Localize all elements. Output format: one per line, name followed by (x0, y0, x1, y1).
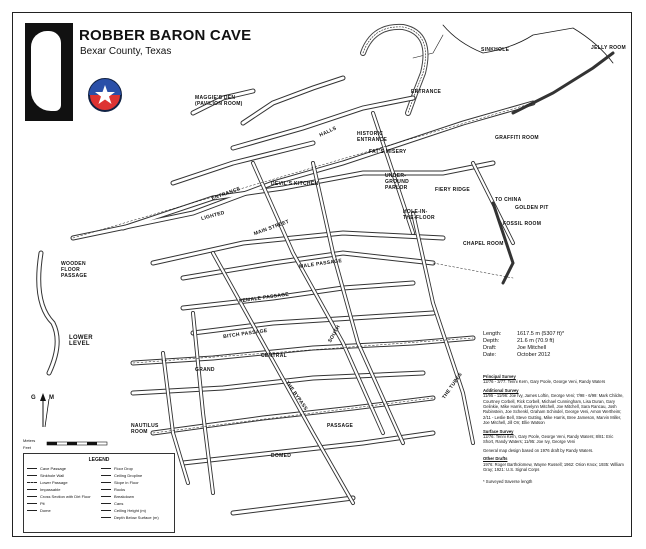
legend-item: Cross Section with Dirt Floor (27, 493, 97, 500)
label-maggies-den: MAGGIE'S DEN (PAVILION ROOM) (195, 95, 243, 107)
legend-col-2: Floor Drop Ceiling Dropline Slope in Flo… (101, 465, 171, 521)
legend-col-1: Cave Passage Sinkhole Wall Lower Passage… (27, 465, 97, 521)
label-graffiti-room: GRAFFITI ROOM (495, 135, 539, 141)
label-grand: GRAND (195, 367, 215, 373)
label-entrance: ENTRANCE (411, 89, 442, 95)
cave-map-sheet: ROBBER BARON CAVE Bexar County, Texas SI… (12, 12, 632, 537)
legend-item: Lower Passage (27, 479, 97, 486)
label-sinkhole: SINKHOLE (481, 47, 510, 53)
stat-length: Length:1617.5 m (5307 ft)* (483, 331, 565, 337)
north-arrow-icon (40, 393, 50, 428)
legend-item: Sinkhole Wall (27, 472, 97, 479)
label-nautilus-room: NAUTILUS ROOM (131, 423, 159, 435)
stat-depth: Depth:21.6 m (70.9 ft) (483, 338, 555, 344)
legend-item: Floor Drop (101, 465, 171, 472)
legend-item: Cans (101, 500, 171, 507)
scale-bar: Meters Feet (23, 437, 123, 452)
legend-item: Slope in Floor (101, 479, 171, 486)
legend-item: Depth Below Surface (m) (101, 514, 171, 521)
tcma-seal-icon (88, 78, 122, 112)
legend-item: Ceiling Dropline (101, 472, 171, 479)
map-subtitle: Bexar County, Texas (80, 46, 172, 57)
map-title: ROBBER BARON CAVE (79, 27, 252, 44)
label-fiery-ridge: FIERY RIDGE (435, 187, 470, 193)
tcma-logo (25, 23, 73, 121)
legend-item: Impassable (27, 486, 97, 493)
label-fossil-room: FOSSIL ROOM (503, 221, 542, 227)
bust-silhouette-icon (31, 31, 61, 111)
label-central: CENTRAL (261, 353, 287, 359)
cave-map-drawing (36, 23, 615, 516)
scale-feet-label: Feet (23, 445, 32, 450)
label-fats-misery: FAT'S MISERY (369, 149, 407, 155)
legend-item: Ceiling Height (m) (101, 507, 171, 514)
north-grid-label: G (31, 395, 36, 401)
legend-item: Breakdown (101, 493, 171, 500)
label-to-china: TO CHINA (495, 197, 522, 203)
label-hole-in-floor: HOLE-IN-THE-FLOOR (403, 209, 435, 221)
label-jelly-room: JELLY ROOM (591, 45, 626, 51)
label-devils-kitchen: DEVIL'S KITCHEN (271, 181, 319, 187)
label-lower-level: LOWER LEVEL (69, 335, 93, 347)
label-wooden-floor: WOODEN FLOOR PASSAGE (61, 261, 88, 279)
label-chapel-room: CHAPEL ROOM (463, 241, 504, 247)
scale-meters-label: Meters (23, 438, 36, 443)
label-underground-parlor: UNDER-GROUND PARLOR (385, 173, 410, 191)
legend-title: LEGEND (88, 457, 110, 463)
north-mag-label: M (49, 395, 54, 401)
label-domed: DOMED (271, 453, 292, 459)
legend-item: Pit (27, 500, 97, 507)
legend-item: Cave Passage (27, 465, 97, 472)
scale-bar-graphic (46, 441, 108, 446)
cave-stats: Length:1617.5 m (5307 ft)* Depth:21.6 m … (483, 331, 564, 359)
map-legend: LEGEND Cave Passage Sinkhole Wall Lower … (23, 453, 175, 533)
legend-item: Rocks (101, 486, 171, 493)
label-golden-pit: GOLDEN PIT (515, 205, 549, 211)
stat-date: Date:October 2012 (483, 352, 551, 358)
legend-item: Dome (27, 507, 97, 514)
stat-draft: Draft:Joe Mitchell (483, 345, 547, 351)
north-arrow: G M (31, 393, 57, 431)
footnote: * Surveyed traverse length (483, 478, 533, 484)
label-passage: PASSAGE (327, 423, 354, 429)
label-historic-entrance: HISTORIC ENTRANCE (357, 131, 388, 143)
